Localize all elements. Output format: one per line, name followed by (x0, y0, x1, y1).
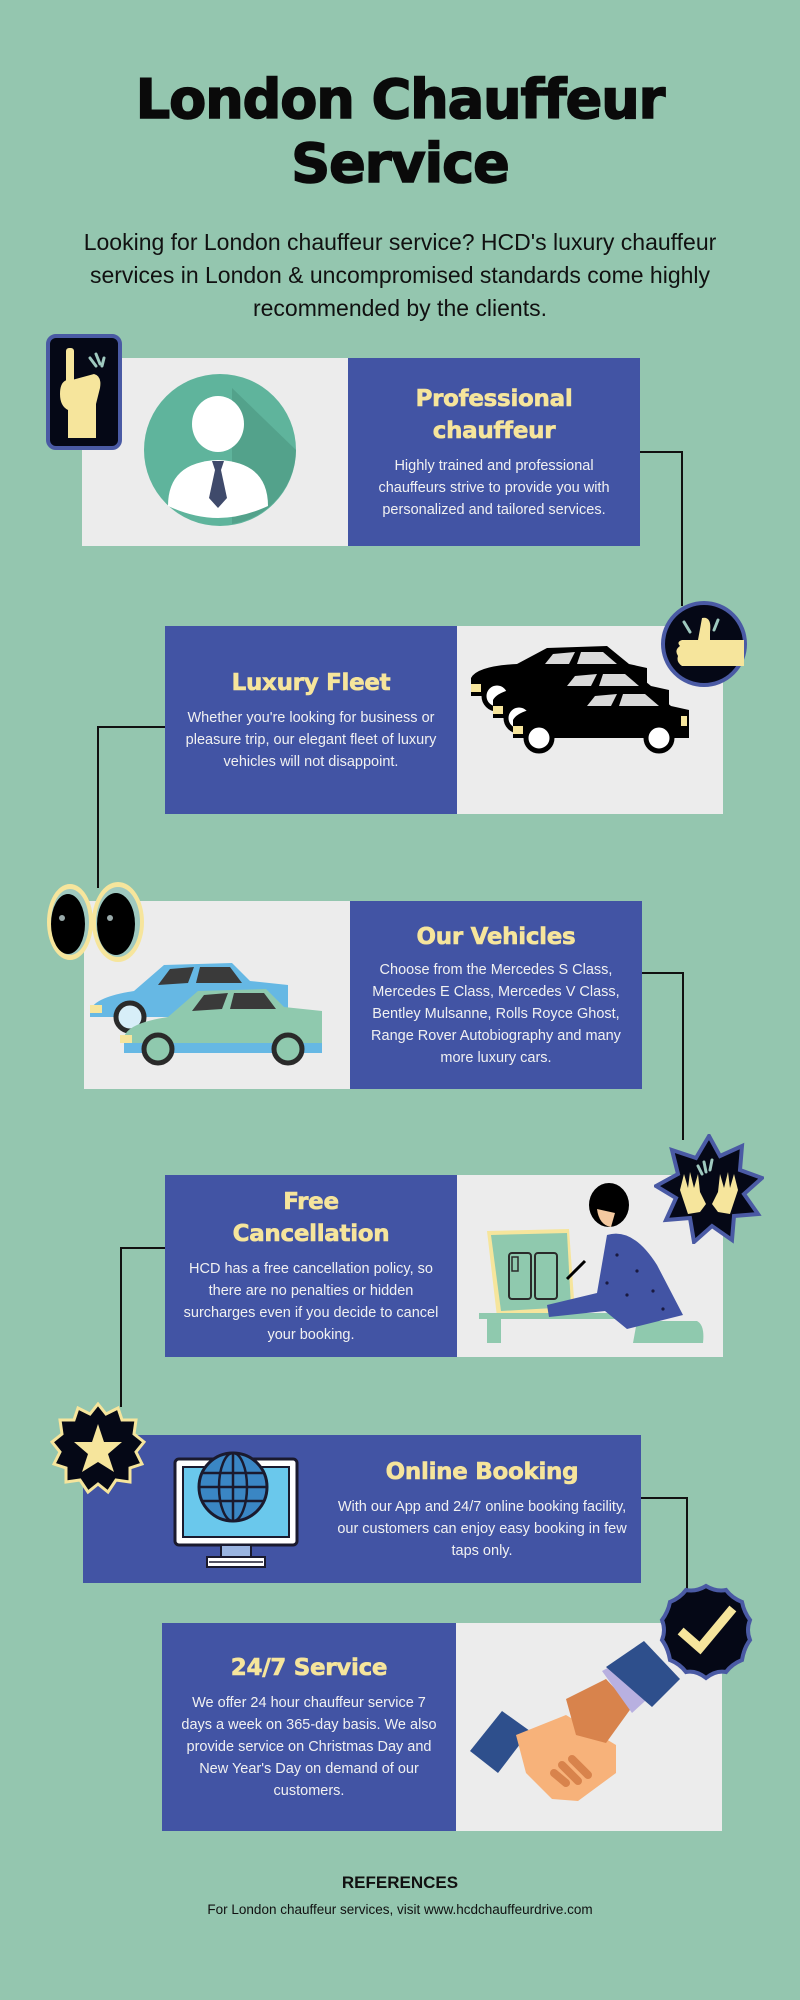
monitor-globe-icon (173, 1451, 299, 1568)
title-line-1: London Chauffeur (135, 67, 666, 132)
connector-line (640, 1497, 688, 1499)
thumbs-up-badge (660, 600, 748, 688)
connector-line (641, 972, 684, 974)
content-panel: 24/7 Service We offer 24 hour chauffeur … (162, 1623, 456, 1831)
checkmark-icon (659, 1583, 753, 1681)
content-panel: Luxury Fleet Whether you're looking for … (165, 626, 457, 814)
section-text: Whether you're looking for business or p… (185, 710, 437, 770)
connector-line (686, 1497, 688, 1597)
section-text: HCD has a free cancellation policy, so t… (183, 1261, 439, 1343)
connector-line (120, 1247, 122, 1407)
content-panel: Our Vehicles Choose from the Mercedes S … (350, 901, 642, 1089)
section-text: Choose from the Mercedes S Class, Merced… (371, 962, 621, 1066)
thumbs-up-icon (661, 601, 747, 687)
star-badge (50, 1402, 146, 1498)
section-text: With our App and 24/7 online booking fac… (337, 1499, 627, 1559)
section-title: Luxury Fleet (231, 670, 391, 697)
section-title: Online Booking (385, 1459, 579, 1486)
illustration-panel (457, 626, 723, 814)
section-title: Professional chauffeur (415, 386, 573, 445)
eyes-icon (47, 882, 144, 962)
blue-cars-icon (90, 963, 322, 1066)
eyes-badge (44, 880, 148, 964)
connector-line (97, 726, 165, 728)
person-avatar-icon (144, 374, 296, 526)
pointing-finger-badge (46, 334, 122, 450)
connector-line (97, 726, 99, 888)
connector-line (682, 972, 684, 1140)
star-icon (50, 1402, 146, 1495)
hands-raised-icon (654, 1134, 764, 1244)
references-text: For London chauffeur services, visit www… (207, 1902, 593, 1917)
connector-line (640, 451, 683, 453)
illustration-panel (84, 901, 350, 1089)
section-text: We offer 24 hour chauffeur service 7 day… (181, 1695, 437, 1799)
content-panel: Professional chauffeur Highly trained an… (348, 358, 640, 546)
handshake-icon (470, 1641, 680, 1801)
woman-at-drawing-board-icon (479, 1183, 704, 1343)
section-title: Our Vehicles (416, 924, 576, 951)
section-title: Free Cancellation (232, 1189, 390, 1248)
connector-line (120, 1247, 165, 1249)
connector-line (681, 451, 683, 606)
checkmark-badge (656, 1582, 756, 1682)
section-title: 24/7 Service (230, 1655, 388, 1682)
content-panel: Online Booking With our App and 24/7 onl… (83, 1435, 641, 1583)
page-title: London Chauffeur Service (0, 67, 800, 196)
intro-paragraph: Looking for London chauffeur service? HC… (83, 229, 717, 321)
hands-raised-badge (654, 1134, 764, 1244)
pointing-finger-icon (46, 334, 122, 450)
black-cars-icon (471, 646, 689, 754)
content-panel: Free Cancellation HCD has a free cancell… (165, 1175, 457, 1357)
references-title: REFERENCES (341, 1873, 459, 1892)
section-text: Highly trained and professional chauffeu… (378, 458, 610, 518)
illustration-panel (82, 358, 348, 546)
title-line-2: Service (290, 131, 510, 196)
